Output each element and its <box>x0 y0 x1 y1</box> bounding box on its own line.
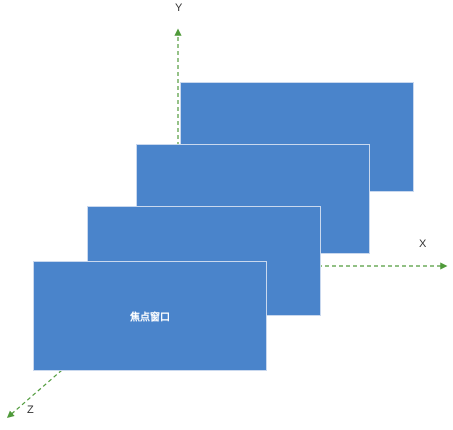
z-axis-line <box>6 369 63 418</box>
window-focus: 焦点窗口 <box>33 261 267 371</box>
y-axis-label: Y <box>175 2 183 14</box>
x-axis-label: X <box>419 238 427 250</box>
focus-window-label: 焦点窗口 <box>130 312 170 324</box>
z-axis-label: Z <box>27 404 34 416</box>
